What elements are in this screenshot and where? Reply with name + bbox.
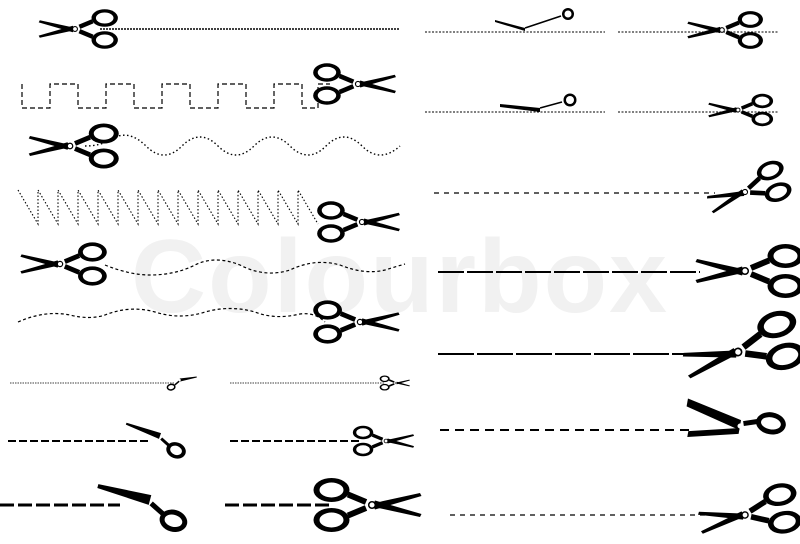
cut-line-7a	[10, 374, 200, 393]
cut-line-8a	[8, 422, 186, 459]
cut-line-4	[17, 187, 400, 243]
scissors-icon	[702, 157, 794, 224]
cut-line-r6	[440, 398, 786, 438]
scissors-icon	[706, 92, 775, 128]
cut-line-r4	[438, 244, 800, 298]
scissors-icon	[20, 242, 106, 285]
cut-line-1	[39, 9, 400, 49]
cut-line-r1a	[425, 8, 605, 33]
scissors-icon	[686, 398, 786, 438]
scissors-icon	[164, 374, 200, 393]
cut-line-r2b	[618, 92, 778, 128]
cut-line-6	[17, 300, 400, 343]
cut-line-r7	[450, 481, 800, 544]
scissors-icon	[495, 8, 574, 31]
cut-line-5	[20, 242, 406, 285]
scissors-icon	[500, 93, 577, 112]
cut-line-r5	[438, 307, 800, 395]
cut-line-2	[21, 63, 396, 109]
scissors-icon	[317, 201, 400, 242]
scissors-icon	[678, 307, 800, 395]
scissors-icon	[313, 63, 396, 104]
scissors-icon	[351, 424, 416, 458]
scissors-icon	[125, 422, 186, 459]
scissors-icon	[314, 478, 422, 532]
scissors-icon	[313, 300, 399, 343]
cut-line-r2a	[425, 93, 605, 113]
cut-line-8b	[230, 424, 416, 458]
cut-line-r3	[434, 157, 794, 224]
scissors-icon	[29, 124, 119, 169]
cut-line-r1b	[618, 11, 778, 49]
cut-line-9a	[0, 484, 188, 532]
scissors-icon	[687, 11, 763, 49]
scissors-icon	[696, 244, 800, 298]
scissors-icon	[695, 481, 800, 544]
cut-line-7b	[230, 374, 411, 392]
cut-line-9b	[225, 478, 422, 532]
cut-line-3	[29, 124, 401, 169]
scissors-icon	[378, 374, 411, 392]
scissors-icon	[97, 484, 188, 532]
